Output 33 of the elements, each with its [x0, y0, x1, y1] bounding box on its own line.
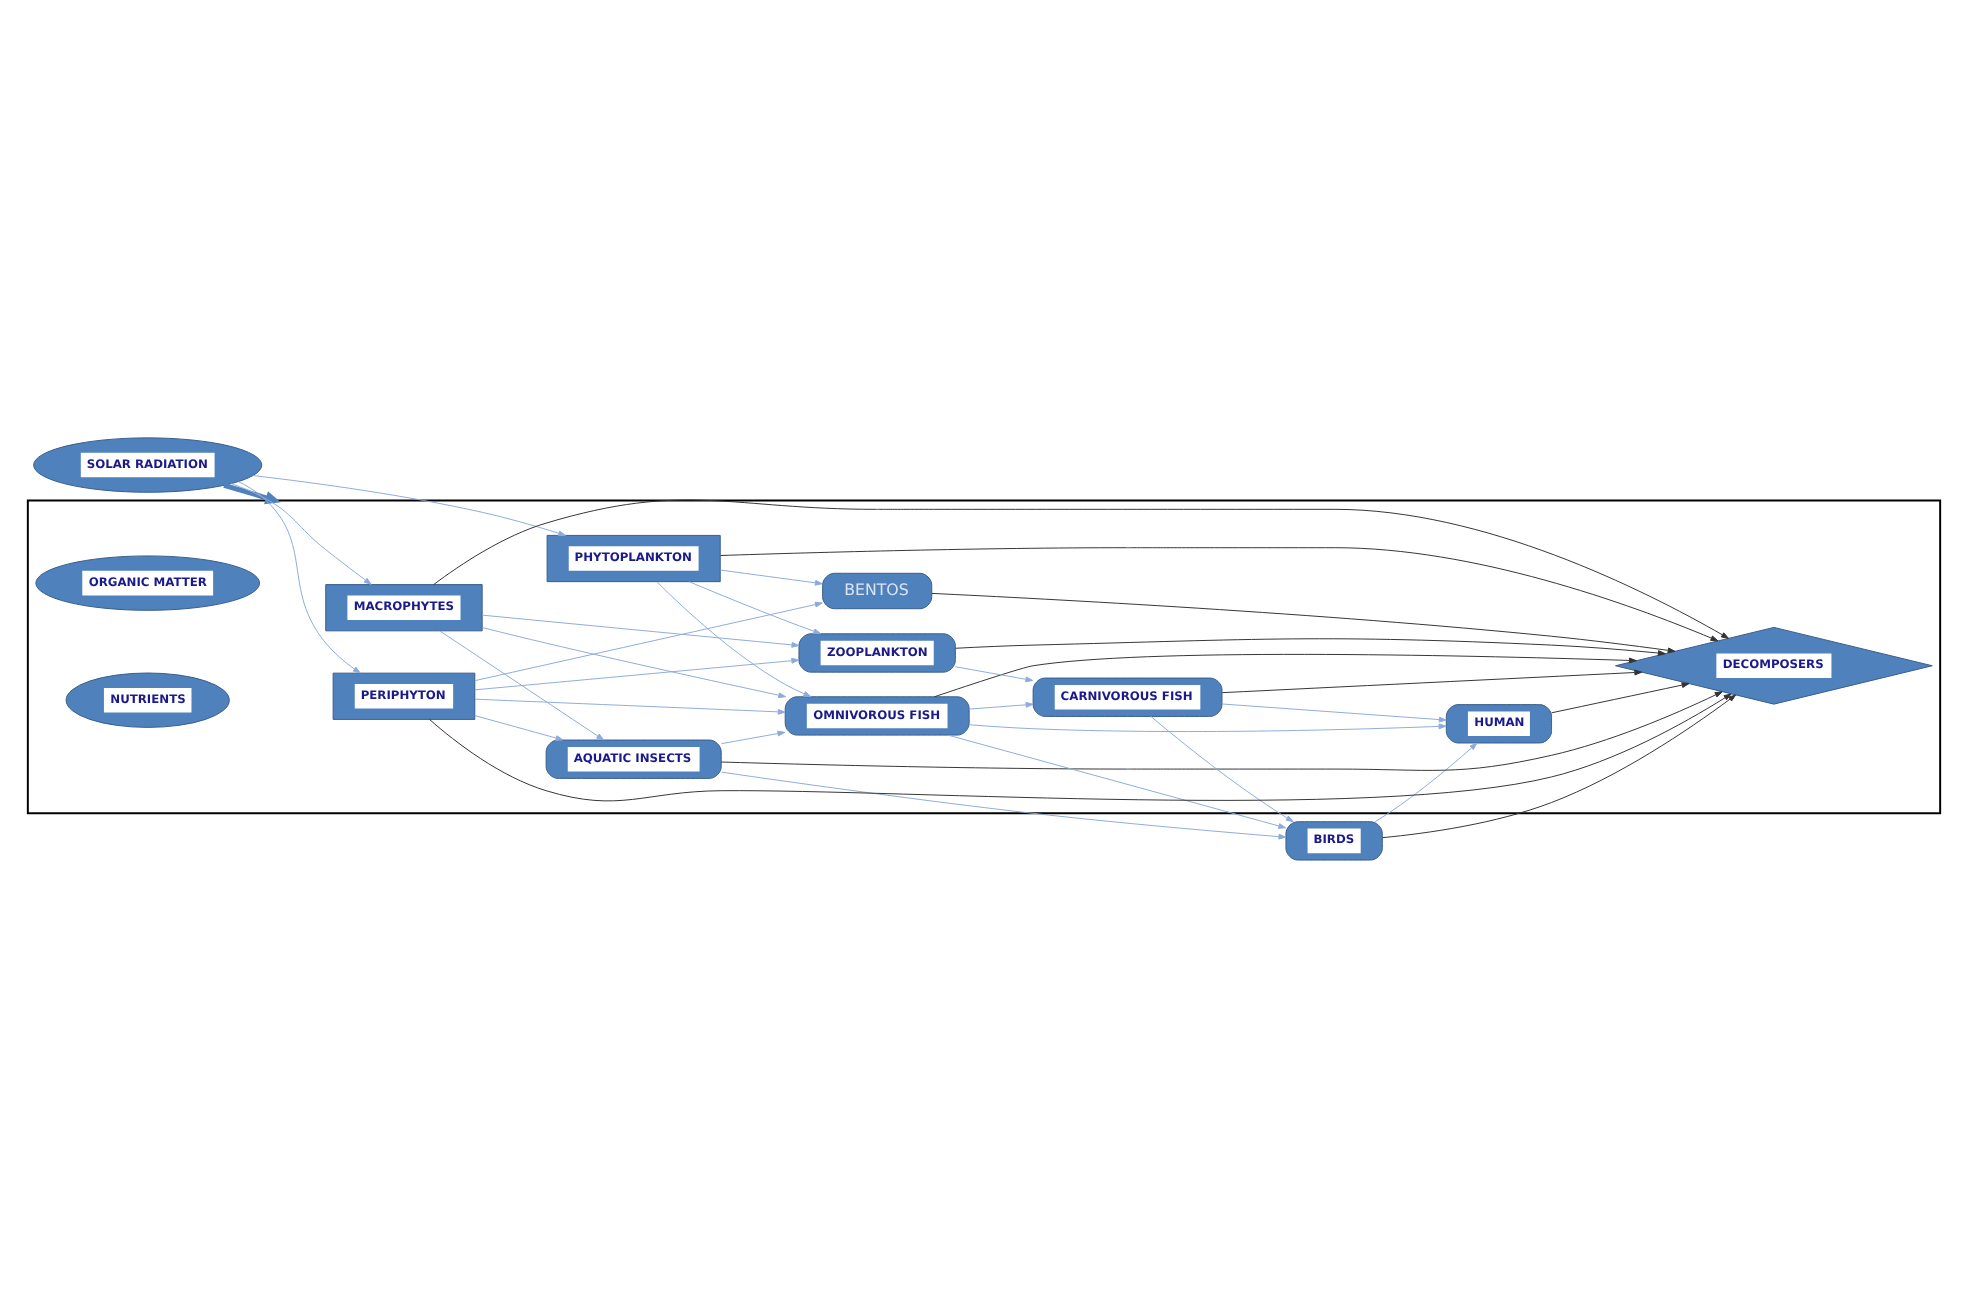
arrow: [968, 700, 1034, 709]
arrow: [720, 690, 1723, 770]
arrow: [968, 722, 1447, 732]
arrow: [721, 729, 786, 744]
arrow: [721, 770, 1287, 839]
arrow: [934, 652, 1637, 697]
arrow: [1150, 715, 1294, 822]
arrow: [1221, 702, 1447, 722]
arrow: [1382, 693, 1737, 838]
arrow: [474, 656, 800, 690]
arrow: [688, 580, 822, 634]
arrow: [656, 580, 812, 697]
arrow: [433, 498, 1729, 638]
arrow: [252, 474, 566, 536]
arrow: [474, 697, 786, 714]
arrow: [481, 613, 800, 647]
arrow: [955, 637, 1666, 655]
arrow: [237, 480, 361, 673]
arrow: [1221, 668, 1643, 693]
arrow: [474, 600, 823, 681]
arrow: [719, 546, 1719, 641]
arrow: [429, 692, 1732, 801]
arrow: [954, 665, 1034, 682]
arrow: [439, 629, 605, 740]
arrow: [720, 568, 823, 585]
arrow: [474, 714, 564, 740]
arrow: [1374, 741, 1478, 822]
arrow: [931, 591, 1676, 653]
arrow: [1551, 681, 1690, 713]
arrow: [482, 626, 787, 698]
arrow: [947, 733, 1287, 828]
arrow: [230, 482, 372, 584]
arrow: [223, 482, 281, 504]
